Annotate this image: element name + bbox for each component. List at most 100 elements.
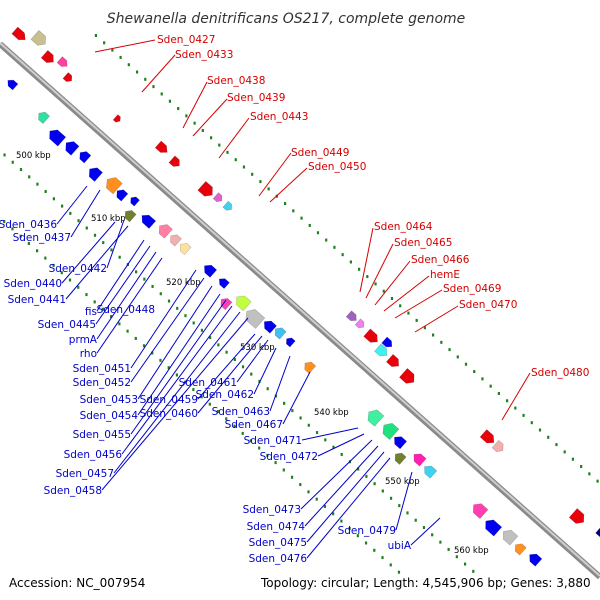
gc-dot — [11, 227, 14, 231]
gene-arrow — [197, 180, 213, 197]
gc-dot — [522, 413, 525, 417]
gc-dot — [325, 238, 328, 242]
gene-label[interactable]: Sden_0466 — [411, 254, 470, 266]
leader-line — [282, 371, 311, 425]
gene-label[interactable]: Sden_0457 — [56, 468, 114, 480]
gene-label[interactable]: fis — [85, 306, 97, 318]
gene-label[interactable]: Sden_0460 — [140, 408, 198, 420]
gc-dot — [208, 402, 211, 406]
gc-dot — [159, 292, 162, 296]
gc-dot — [397, 570, 401, 574]
gene-arrow — [88, 167, 103, 182]
gene-label[interactable]: Sden_0449 — [291, 147, 349, 159]
leader-line — [61, 221, 116, 284]
gene-label[interactable]: Sden_0463 — [212, 406, 270, 418]
gene-label[interactable]: Sden_0464 — [374, 221, 433, 233]
gene-label[interactable]: Sden_0453 — [80, 394, 138, 406]
gene-arrow — [304, 361, 317, 374]
gene-label[interactable]: hemE — [430, 269, 460, 281]
gene-arrow — [79, 151, 92, 164]
gene-label[interactable]: Sden_0479 — [338, 525, 396, 537]
gene-label[interactable]: Sden_0439 — [227, 92, 285, 104]
leader-line — [253, 347, 277, 395]
gc-dot — [200, 328, 204, 332]
gene-label[interactable]: Sden_0427 — [157, 34, 215, 46]
gene-label[interactable]: Sden_0472 — [260, 451, 318, 463]
gene-label[interactable]: Sden_0475 — [249, 537, 307, 549]
topology-summary: Topology: circular; Length: 4,545,906 bp… — [260, 576, 591, 590]
gene-label[interactable]: Sden_0473 — [243, 504, 301, 516]
gene-label[interactable]: Sden_0456 — [64, 449, 123, 461]
gc-dot — [374, 282, 377, 286]
gene-label[interactable]: Sden_0443 — [250, 111, 308, 123]
gene-label[interactable]: Sden_0451 — [73, 363, 131, 375]
gene-label[interactable]: Sden_0433 — [175, 49, 233, 61]
gene-label[interactable]: Sden_0458 — [44, 485, 102, 497]
gc-dot — [85, 293, 88, 297]
gene-label[interactable]: Sden_0452 — [73, 377, 131, 389]
gene-label[interactable]: Sden_0455 — [73, 429, 131, 441]
gc-dot — [283, 202, 287, 206]
gene-arrow — [479, 429, 495, 444]
gene-label[interactable]: Sden_0462 — [196, 389, 254, 401]
gene-arrow — [154, 140, 168, 153]
gc-dot — [332, 512, 335, 516]
gene-arrow — [424, 465, 438, 479]
gene-label[interactable]: Sden_0469 — [443, 283, 501, 295]
gene-label[interactable]: Sden_0450 — [308, 161, 366, 173]
gene-label[interactable]: rho — [80, 348, 97, 360]
gene-label[interactable]: Sden_0470 — [459, 299, 517, 311]
gene-label[interactable]: ubiA — [388, 540, 412, 552]
gc-dot — [315, 431, 319, 435]
gene-label[interactable]: Sden_0471 — [244, 435, 302, 447]
gene-label[interactable]: Sden_0476 — [249, 553, 308, 565]
gc-dot — [159, 358, 162, 362]
gc-dot — [448, 348, 451, 352]
reverse-gene-labels: Sden_0436 Sden_0437 Sden_0442 Sden_0440 … — [0, 219, 412, 565]
gene-arrow — [7, 79, 19, 91]
kbp-labels: 500 kbp 510 kbp 520 kbp 530 kbp 540 kbp … — [16, 151, 489, 556]
gene-arrow — [124, 210, 137, 223]
gene-label[interactable]: Sden_0459 — [140, 394, 198, 406]
leader-line — [374, 260, 411, 306]
gc-dot — [200, 395, 203, 399]
gc-dot — [290, 475, 294, 479]
gene-label[interactable]: Sden_0441 — [8, 294, 66, 306]
gene-label[interactable]: Sden_0436 — [0, 219, 57, 231]
gc-dot — [103, 41, 106, 45]
gc-dot — [241, 431, 244, 435]
gene-label[interactable]: Sden_0437 — [13, 232, 71, 244]
gc-dot — [514, 406, 517, 410]
gc-dot — [11, 160, 14, 164]
gene-label[interactable]: Sden_0445 — [38, 319, 96, 331]
leader-line — [137, 293, 221, 416]
gene-label[interactable]: Sden_0474 — [247, 521, 306, 533]
gene-arrow — [170, 234, 182, 247]
gc-dot — [282, 468, 285, 472]
gc-dot — [390, 296, 394, 300]
gene-label[interactable]: Sden_0448 — [97, 304, 155, 316]
gene-arrow — [595, 523, 600, 540]
leader-line — [394, 289, 443, 319]
gc-dot — [110, 248, 113, 252]
gene-label[interactable]: Sden_0480 — [531, 367, 589, 379]
gene-label[interactable]: Sden_0442 — [49, 263, 107, 275]
gc-dot — [44, 189, 47, 193]
gene-arrow — [399, 368, 415, 384]
gene-label[interactable]: Sden_0438 — [207, 75, 265, 87]
gc-dot — [216, 409, 220, 413]
gene-label[interactable]: Sden_0465 — [394, 237, 452, 249]
gc-dot — [464, 362, 468, 366]
gc-dot — [399, 304, 402, 308]
gene-label[interactable]: Sden_0461 — [179, 377, 237, 389]
gene-label[interactable]: Sden_0467 — [225, 419, 283, 431]
gene-label[interactable]: prmA — [69, 334, 98, 346]
gc-dot — [563, 450, 566, 454]
gc-dot — [209, 136, 213, 140]
gene-label[interactable]: Sden_0454 — [80, 410, 139, 422]
gc-dot — [447, 547, 450, 551]
gene-label[interactable]: Sden_0440 — [4, 278, 62, 290]
gc-dot — [126, 329, 129, 333]
leader-line — [306, 451, 385, 543]
leader-line — [410, 517, 441, 546]
